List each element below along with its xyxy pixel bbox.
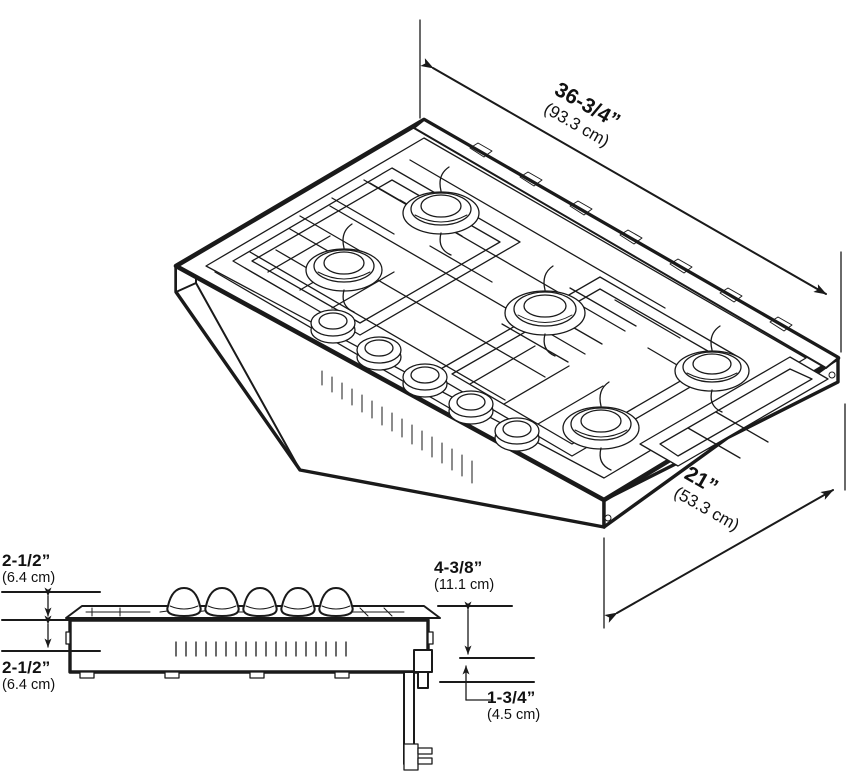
elevation-feet <box>79 671 350 679</box>
dimension-label-top-height: 2-1/2” (6.4 cm) <box>2 551 55 586</box>
front-elevation-view <box>65 587 441 771</box>
knob-elev-4[interactable] <box>280 587 316 617</box>
control-knobs-elevation[interactable] <box>166 587 354 617</box>
burner-center <box>504 290 586 336</box>
dimension-depth <box>603 403 846 629</box>
vent-slots-elevation <box>175 641 347 657</box>
mounting-screw-right <box>828 371 836 379</box>
knob-4[interactable] <box>448 390 494 425</box>
top-height-metric: (6.4 cm) <box>2 570 56 587</box>
dimension-width <box>419 19 842 353</box>
width-dimension-arrow <box>420 58 827 295</box>
elevation-side-tabs <box>65 631 434 645</box>
body-depth-metric: (11.1 cm) <box>434 577 495 594</box>
grate-right <box>639 356 829 467</box>
elevation-body <box>68 618 430 674</box>
knob-5[interactable] <box>494 417 540 452</box>
depth-dimension-arrow <box>604 489 834 623</box>
burner-rear-center <box>402 191 480 235</box>
gas-inlet-inches: 1-3/4” <box>487 688 536 707</box>
dimension-body-depth <box>437 601 535 659</box>
isometric-cooktop-view <box>173 117 841 529</box>
body-depth-inches: 4-3/8” <box>434 558 483 577</box>
burner-front-center <box>562 406 640 450</box>
burner-rear-left <box>305 248 383 292</box>
dimension-gas-inlet <box>439 665 535 701</box>
knob-1[interactable] <box>310 309 356 344</box>
top-height-inches: 2-1/2” <box>2 551 51 570</box>
dimension-label-bottom-height: 2-1/2” (6.4 cm) <box>2 658 55 693</box>
gas-supply-line <box>403 649 433 771</box>
bottom-height-inches: 2-1/2” <box>2 658 51 677</box>
knob-elev-2[interactable] <box>204 587 240 617</box>
bottom-height-metric: (6.4 cm) <box>2 677 56 694</box>
dimension-label-gas-inlet: 1-3/4” (4.5 cm) <box>487 688 540 723</box>
knob-elev-1[interactable] <box>166 587 202 617</box>
dimension-bottom-height <box>1 615 101 652</box>
burner-right <box>674 350 750 392</box>
knob-2[interactable] <box>356 336 402 371</box>
mounting-screw-front <box>604 514 612 522</box>
dimension-label-body-depth: 4-3/8” (11.1 cm) <box>434 558 494 593</box>
knob-elev-3[interactable] <box>242 587 278 617</box>
knob-3[interactable] <box>402 363 448 398</box>
vent-slots-iso <box>321 370 473 484</box>
gas-inlet-metric: (4.5 cm) <box>487 707 541 724</box>
knob-elev-5[interactable] <box>318 587 354 617</box>
control-knobs-iso[interactable] <box>310 309 540 452</box>
